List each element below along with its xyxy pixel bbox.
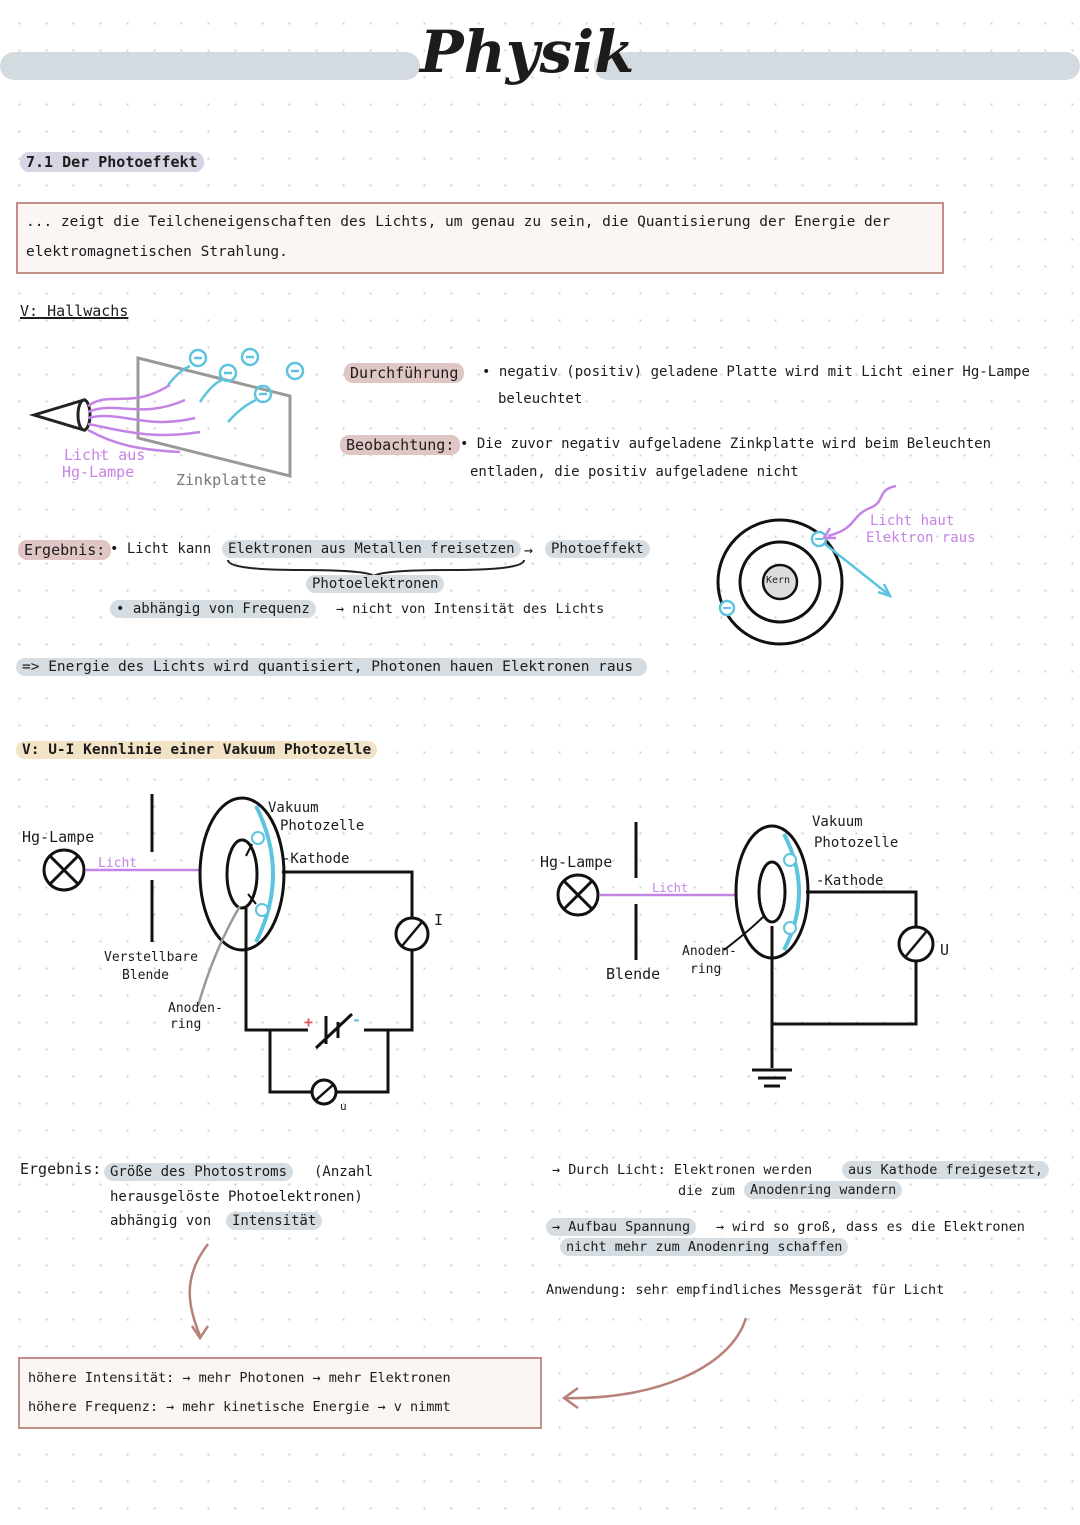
hallwachs-diagram xyxy=(28,347,305,478)
ergebnis1-bullet1-hl: Elektronen aus Metallen freisetzen xyxy=(222,540,521,558)
left-blende-label-1: Verstellbare xyxy=(104,950,198,965)
atom-note-1: Licht haut xyxy=(870,513,955,529)
ergebnis1-bullet1-arrow: → xyxy=(524,541,534,559)
lamp-label-1: Licht aus xyxy=(64,446,146,464)
left-blende-label-2: Blende xyxy=(122,968,169,983)
summary-line-1: höhere Intensität: → mehr Photonen → meh… xyxy=(28,1370,451,1386)
summary-line-2: höhere Frequenz: → mehr kinetische Energ… xyxy=(28,1399,451,1415)
beobachtung-label: Beobachtung: xyxy=(340,435,461,455)
durch-licht-line2-hl: Anodenring wandern xyxy=(744,1181,903,1199)
ergebnis2-line2: herausgelöste Photoelektronen) xyxy=(110,1189,363,1205)
circuit-right xyxy=(556,822,935,1088)
emitted-electrons xyxy=(167,347,305,423)
left-photocell xyxy=(198,796,286,952)
right-voltmeter xyxy=(897,925,935,963)
circuit-left xyxy=(42,794,430,1106)
ergebnis1-conclusion: => Energie des Lichts wird quantisiert, … xyxy=(16,658,648,676)
left-lamp-symbol xyxy=(42,848,86,892)
lamp-label-2: Hg-Lampe xyxy=(62,463,135,481)
atom-diagram xyxy=(716,484,897,646)
anwendung: Anwendung: sehr empfindliches Messgerät … xyxy=(546,1282,945,1298)
left-anode-label-1: Anoden- xyxy=(168,1001,223,1016)
left-ammeter xyxy=(394,916,430,952)
ergebnis2-line3-pre: abhängig von xyxy=(110,1213,212,1229)
left-wires xyxy=(244,870,414,1094)
hallwachs-title: V: Hallwachs xyxy=(20,302,129,320)
ergebnis1-bullet1-pre: • Licht kann xyxy=(110,541,212,557)
ergebnis2-label: Ergebnis: xyxy=(20,1160,102,1178)
right-light-label: Licht xyxy=(652,881,689,895)
plate-label: Zinkplatte xyxy=(176,471,267,489)
durchfuehrung-label: Durchführung xyxy=(344,363,465,383)
section-title: 7.1 Der Photoeffekt xyxy=(20,152,204,172)
aufbau-post: → wird so groß, dass es die Elektronen xyxy=(716,1219,1025,1235)
ergebnis2-line1-hl: Größe des Photostroms xyxy=(104,1163,294,1181)
atom-note-2: Elektron raus xyxy=(866,530,976,546)
right-anode-arrow xyxy=(723,915,765,951)
right-wires xyxy=(752,890,918,1088)
intro-box: ... zeigt die Teilcheneigenschaften des … xyxy=(16,202,944,274)
beobachtung-line-2: entladen, die positiv aufgeladene nicht xyxy=(470,464,799,480)
aufbau-hl: → Aufbau Spannung xyxy=(546,1218,697,1236)
right-anode-label-1: Anoden- xyxy=(682,944,737,959)
aufbau-line2-hl: nicht mehr zum Anodenring schaffen xyxy=(560,1238,849,1256)
ergebnis1-bullet2-post: → nicht von Intensität des Lichts xyxy=(336,601,605,617)
durch-licht-pre: → Durch Licht: Elektronen werden xyxy=(552,1162,813,1178)
left-vacuum-label-2: Photozelle xyxy=(280,818,365,834)
durchfuehrung-line-2: beleuchtet xyxy=(498,391,583,407)
durch-licht-line2-pre: die zum xyxy=(678,1183,735,1199)
right-cathode-label: -Kathode xyxy=(816,873,884,889)
left-volt-label: u xyxy=(340,1100,347,1113)
durchfuehrung-line-1: • negativ (positiv) geladene Platte wird… xyxy=(482,364,1030,380)
right-vacuum-label-2: Photozelle xyxy=(814,835,899,851)
intro-line-1: ... zeigt die Teilcheneigenschaften des … xyxy=(26,214,891,230)
photozelle-title: V: U-I Kennlinie einer Vakuum Photozelle xyxy=(16,741,378,759)
right-lamp-label: Hg-Lampe xyxy=(540,853,613,871)
left-anode-label-2: ring xyxy=(170,1017,202,1032)
light-rays xyxy=(87,383,201,454)
atom-nucleus-label: Kern xyxy=(766,575,791,586)
right-lamp-symbol xyxy=(556,873,600,917)
left-voltmeter xyxy=(310,1078,338,1106)
right-anode-label-2: ring xyxy=(690,962,722,977)
left-meter-label: I xyxy=(434,911,444,929)
ergebnis1-bullet2-hl: • abhängig von Frequenz xyxy=(110,600,316,618)
left-anode-arrow xyxy=(196,905,242,1007)
left-minus-label: - xyxy=(352,1011,362,1029)
header-bar-left xyxy=(0,52,420,80)
intro-line-2: elektromagnetischen Strahlung. xyxy=(26,244,288,260)
durch-licht-hl: aus Kathode freigesetzt, xyxy=(842,1161,1050,1179)
lamp-cone xyxy=(28,397,92,433)
left-lamp-label: Hg-Lampe xyxy=(22,828,95,846)
left-cathode-label: -Kathode xyxy=(282,851,350,867)
zinc-plate xyxy=(136,356,292,478)
header-bar-right xyxy=(594,52,1080,80)
right-vacuum-label-1: Vakuum xyxy=(812,814,863,830)
brace-label: Photoelektronen xyxy=(306,575,445,593)
ergebnis2-line1-post: (Anzahl xyxy=(314,1164,374,1180)
ergebnis1-label: Ergebnis: xyxy=(18,540,112,560)
beobachtung-line-1: • Die zuvor negativ aufgeladene Zinkplat… xyxy=(460,436,992,452)
right-blende-label: Blende xyxy=(606,965,661,983)
right-meter-label: U xyxy=(940,941,950,959)
ergebnis1-photoeffekt: Photoeffekt xyxy=(545,540,650,558)
ergebnis2-line3-hl: Intensität xyxy=(226,1212,323,1230)
summary-box: höhere Intensität: → mehr Photonen → meh… xyxy=(18,1357,542,1429)
left-light-label: Licht xyxy=(98,856,138,871)
left-plus-label: + xyxy=(304,1013,314,1031)
left-vacuum-label-1: Vakuum xyxy=(268,800,319,816)
